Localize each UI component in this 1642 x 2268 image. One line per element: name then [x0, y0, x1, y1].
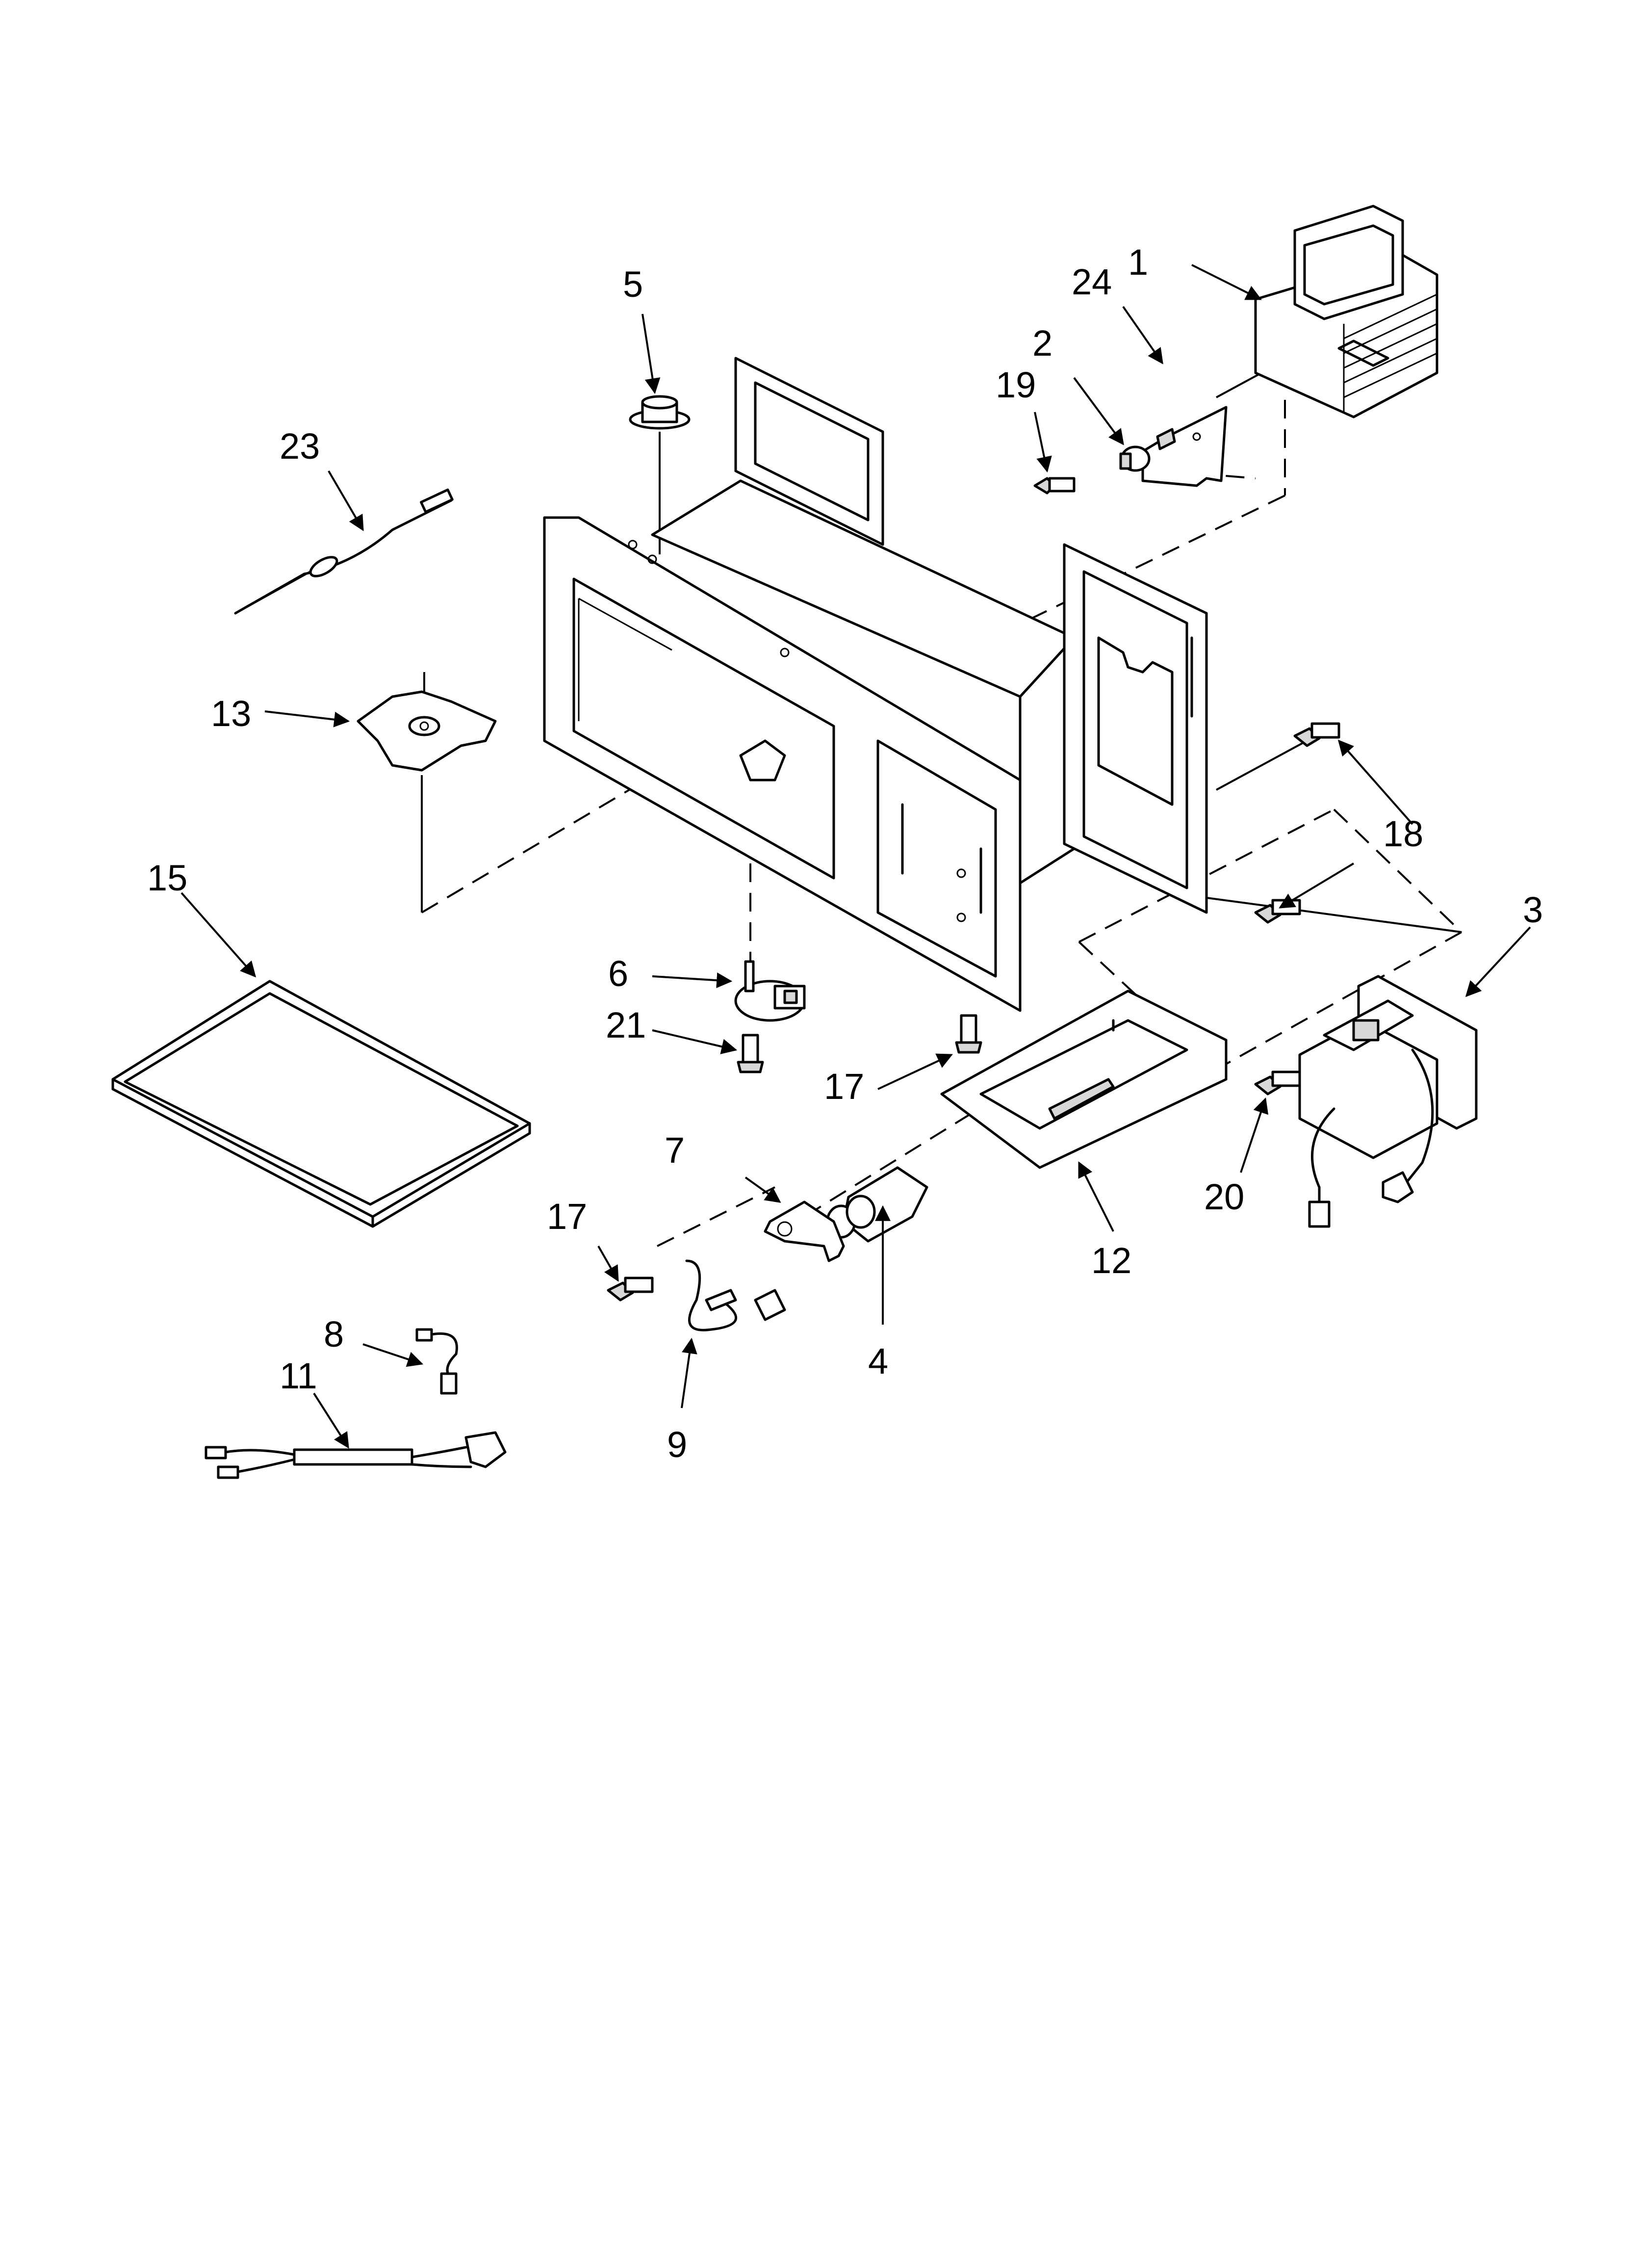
callout-3: 3	[1523, 889, 1543, 930]
callout-11: 11	[280, 1356, 317, 1396]
hv-transformer	[1298, 975, 1478, 1228]
callout-17-upper: 17	[824, 1066, 864, 1107]
callout-23: 23	[280, 426, 320, 467]
screw-20	[1254, 1070, 1301, 1095]
turntable-coupler	[357, 690, 497, 772]
screw-17-lower	[607, 1277, 654, 1302]
screw-19	[1033, 477, 1076, 495]
callout-18: 18	[1383, 813, 1423, 854]
callout-5: 5	[623, 264, 643, 305]
callout-13: 13	[211, 693, 251, 734]
thermal-fuse	[629, 395, 691, 430]
callout-19: 19	[996, 365, 1036, 405]
callout-4: 4	[868, 1341, 888, 1382]
turntable-motor	[734, 960, 806, 1022]
callout-7: 7	[665, 1130, 685, 1171]
wire-8	[415, 1328, 458, 1395]
callout-20: 20	[1204, 1176, 1244, 1217]
screws-18	[1254, 722, 1340, 924]
thermal-cutout	[1119, 445, 1151, 472]
callout-8: 8	[324, 1314, 344, 1355]
glass-tray	[111, 980, 531, 1228]
callout-21: 21	[606, 1005, 646, 1045]
thermal-plate	[1141, 406, 1228, 487]
hv-capacitor	[826, 1166, 928, 1243]
hv-diode	[685, 1259, 786, 1331]
callout-15: 15	[147, 858, 187, 898]
magnetron	[1254, 205, 1438, 418]
callout-12: 12	[1091, 1240, 1131, 1281]
callout-24: 24	[1072, 261, 1112, 302]
callout-1: 1	[1128, 242, 1148, 283]
wire-harness	[205, 1431, 507, 1479]
capacitor-bracket	[764, 1200, 845, 1262]
wire-23	[234, 488, 454, 615]
leader-arrows	[180, 264, 1531, 1449]
screw-17-upper	[955, 1014, 982, 1054]
callout-2: 2	[1032, 323, 1052, 364]
base-plate	[940, 990, 1228, 1169]
callout-17-lower: 17	[547, 1196, 587, 1237]
screw-21	[737, 1034, 764, 1073]
side-plate	[1063, 543, 1208, 914]
oven-cavity-frame	[543, 357, 1076, 1012]
callout-labels: 1 24 2 19 5 23 13 15 6 21 17 18 3 20 12 …	[147, 242, 1543, 1465]
callout-6: 6	[608, 953, 628, 994]
callout-9: 9	[667, 1424, 687, 1465]
